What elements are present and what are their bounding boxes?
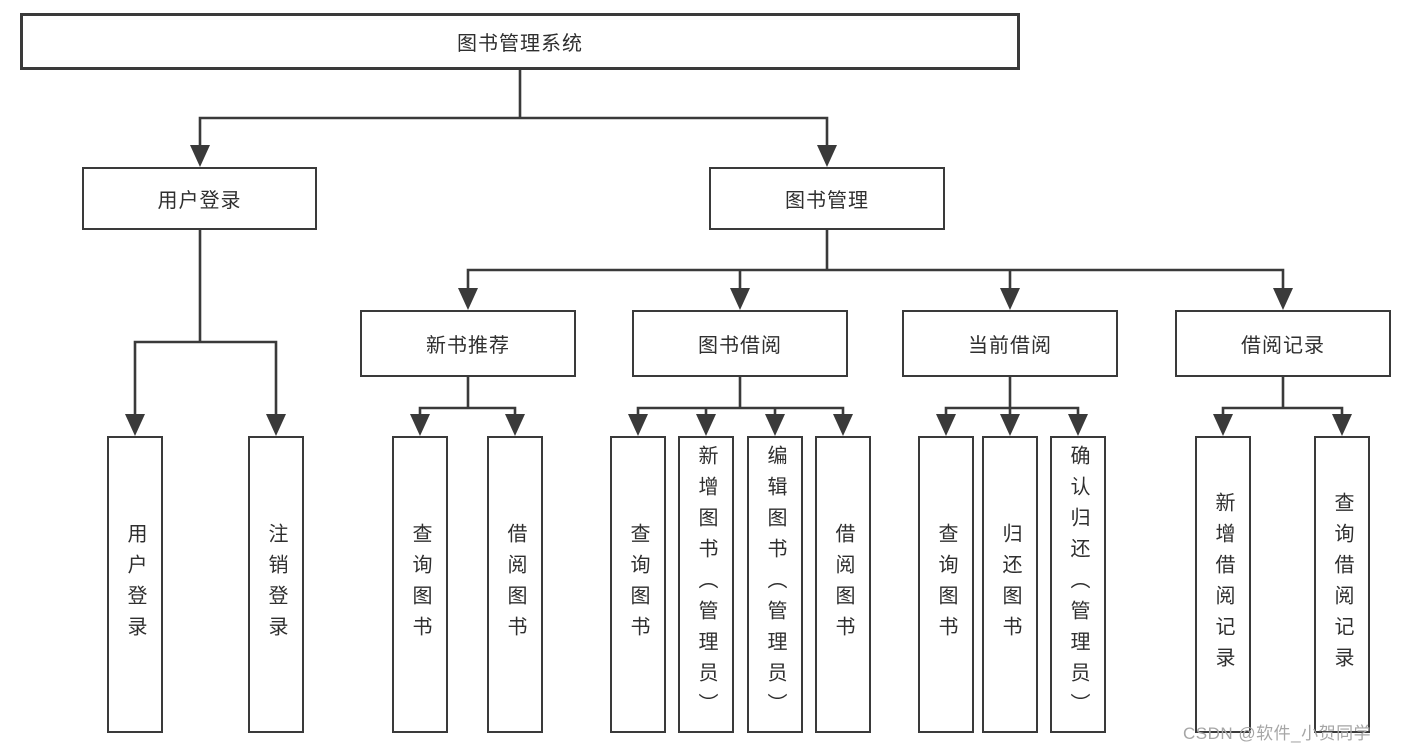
leaf-label: 借阅图书: [832, 522, 854, 647]
leaf-label: 归还图书: [999, 522, 1021, 647]
leaf-label: 新增图书（管理员）: [695, 445, 717, 724]
leaf-edit-book-admin: 编辑图书（管理员）: [747, 436, 803, 733]
leaf-query-books-recommend: 查询图书: [392, 436, 448, 733]
leaf-return-book: 归还图书: [982, 436, 1038, 733]
leaf-label: 编辑图书（管理员）: [764, 445, 786, 724]
node-borrowing-records: 借阅记录: [1175, 310, 1391, 377]
leaf-add-borrow-record: 新增借阅记录: [1195, 436, 1251, 733]
leaf-label: 查询图书: [627, 522, 649, 647]
leaf-label: 新增借阅记录: [1212, 491, 1234, 678]
leaf-confirm-return-admin: 确认归还（管理员）: [1050, 436, 1106, 733]
leaf-add-book-admin: 新增图书（管理员）: [678, 436, 734, 733]
node-current-borrowing: 当前借阅: [902, 310, 1118, 377]
leaf-borrow-books-borrowing: 借阅图书: [815, 436, 871, 733]
leaf-logout: 注销登录: [248, 436, 304, 733]
leaf-label: 查询图书: [935, 522, 957, 647]
leaf-user-login: 用户登录: [107, 436, 163, 733]
leaf-label: 查询图书: [409, 522, 431, 647]
node-book-management: 图书管理: [709, 167, 945, 230]
leaf-query-books-current: 查询图书: [918, 436, 974, 733]
leaf-label: 确认归还（管理员）: [1067, 445, 1089, 724]
leaf-borrow-books-recommend: 借阅图书: [487, 436, 543, 733]
node-book-borrowing: 图书借阅: [632, 310, 848, 377]
leaf-label: 用户登录: [124, 522, 146, 647]
node-user-login: 用户登录: [82, 167, 317, 230]
leaf-query-borrow-record: 查询借阅记录: [1314, 436, 1370, 733]
leaf-label: 借阅图书: [504, 522, 526, 647]
leaf-label: 查询借阅记录: [1331, 491, 1353, 678]
leaf-label: 注销登录: [265, 522, 287, 647]
node-root: 图书管理系统: [20, 13, 1020, 70]
csdn-watermark: CSDN @软件_小贺同学: [1183, 724, 1372, 743]
node-new-book-recommendation: 新书推荐: [360, 310, 576, 377]
leaf-query-books-borrowing: 查询图书: [610, 436, 666, 733]
